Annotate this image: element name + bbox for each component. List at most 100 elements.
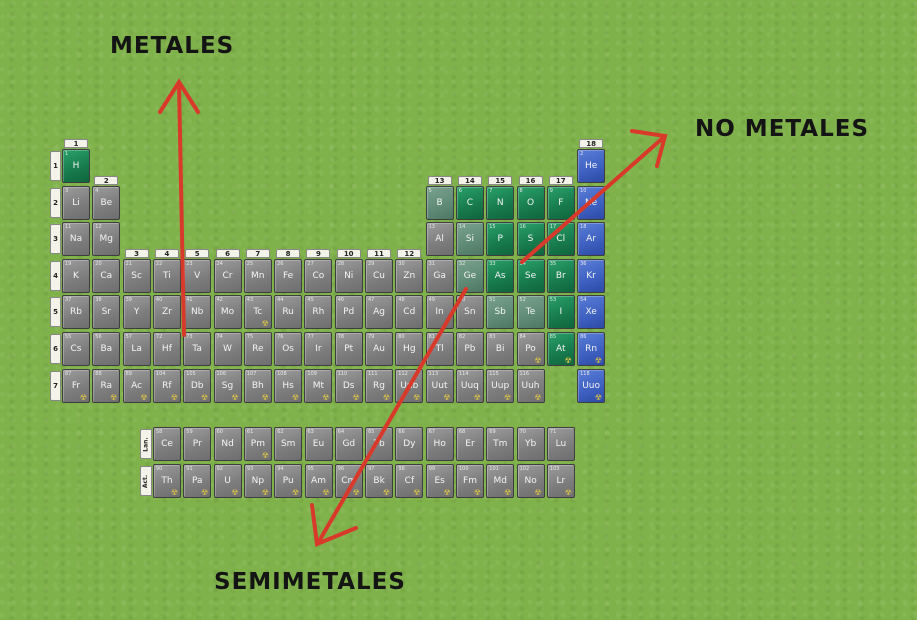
element-symbol: Hg: [403, 344, 416, 354]
period-label-1: 1: [50, 151, 61, 181]
element-symbol: Mo: [220, 307, 235, 318]
atomic-number: 15: [489, 224, 496, 231]
atomic-number: 21: [125, 260, 132, 267]
element-symbol: Nd: [221, 439, 234, 449]
element-symbol: Li: [72, 197, 80, 208]
no-metales-label: NO METALES: [695, 116, 870, 142]
atomic-number: 102: [519, 466, 530, 472]
atomic-number: 45: [307, 297, 314, 304]
atomic-number: 38: [95, 297, 102, 304]
period-label-4: 4: [50, 260, 61, 291]
atomic-number: 8: [519, 187, 523, 194]
group-label-10: 10: [336, 248, 361, 258]
element-symbol: Sr: [101, 307, 111, 318]
element-symbol: Fe: [282, 270, 294, 281]
atomic-number: 106: [216, 370, 227, 377]
element-symbol: W: [223, 344, 232, 354]
atomic-number: 94: [277, 466, 284, 472]
atomic-number: 80: [398, 334, 405, 340]
element-symbol: Dy: [403, 439, 416, 449]
element-symbol: Al: [435, 234, 444, 245]
atomic-number: 84: [519, 334, 526, 340]
atomic-number: 23: [186, 260, 193, 267]
atomic-number: 114: [458, 370, 469, 377]
element-symbol: At: [556, 344, 566, 354]
atomic-number: 89: [125, 370, 132, 377]
element-symbol: Uuo: [582, 380, 600, 391]
atomic-number: 16: [519, 224, 526, 231]
element-symbol: Xe: [585, 307, 597, 318]
atomic-number: 109: [307, 370, 317, 377]
element-symbol: Ru: [282, 307, 294, 318]
atomic-number: 93: [246, 466, 254, 472]
group-label-3: 3: [124, 248, 149, 258]
atomic-number: 27: [307, 260, 314, 267]
atomic-number: 1: [65, 151, 69, 157]
atomic-number: 62: [277, 429, 284, 435]
element-symbol: Br: [555, 270, 566, 281]
atomic-number: 60: [216, 429, 223, 435]
element-symbol: Tb: [373, 439, 385, 449]
element-symbol: Db: [190, 380, 204, 391]
element-symbol: Au: [373, 344, 385, 354]
atomic-number: 32: [458, 260, 466, 267]
atomic-number: 34: [519, 260, 526, 267]
element-symbol: Lu: [555, 439, 567, 449]
element-symbol: Ti: [163, 270, 171, 281]
element-symbol: Cm: [341, 476, 357, 486]
atomic-number: 40: [155, 297, 163, 304]
atomic-number: 53: [549, 297, 557, 304]
element-symbol: Ho: [433, 439, 446, 449]
atomic-number: 9: [549, 187, 553, 194]
atomic-number: 43: [246, 297, 254, 304]
element-symbol: Md: [493, 476, 508, 486]
element-symbol: Pu: [282, 476, 294, 486]
element-symbol: Mn: [251, 270, 265, 281]
atomic-number: 61: [246, 429, 254, 435]
element-symbol: Es: [434, 476, 445, 486]
atomic-number: 115: [489, 370, 499, 377]
atomic-number: 65: [368, 429, 375, 435]
period-label-5: 5: [50, 297, 61, 328]
element-symbol: Tl: [435, 344, 444, 354]
group-label-13: 13: [427, 175, 452, 185]
atomic-number: 12: [95, 224, 102, 231]
element-symbol: Pd: [343, 307, 355, 318]
element-symbol: Os: [282, 344, 294, 354]
atomic-number: 49: [428, 297, 435, 304]
